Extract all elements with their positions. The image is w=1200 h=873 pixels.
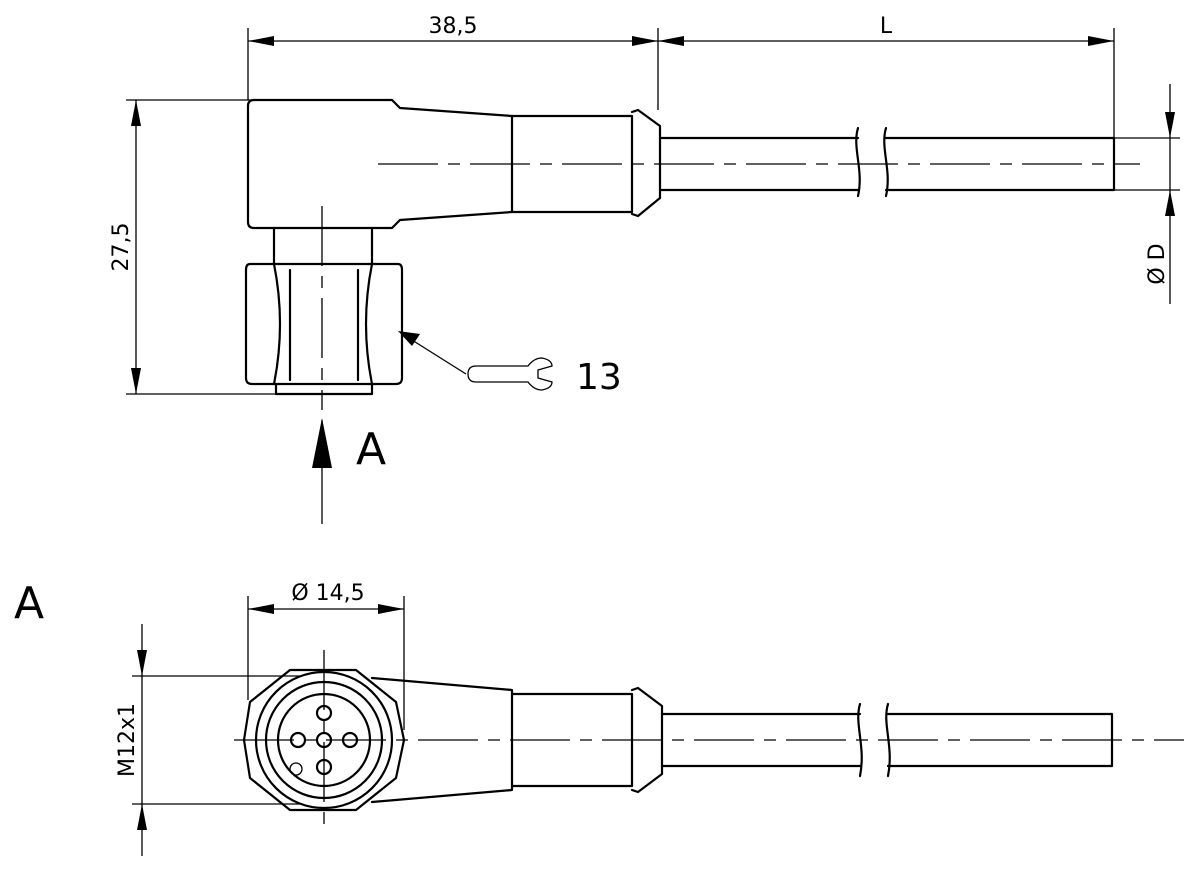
front-cable-left [660,712,862,768]
cable-break [855,126,889,198]
view-arrow: A [312,418,386,524]
coupling-nut [244,262,404,386]
section-view-a: A [14,578,1184,832]
collar [630,108,662,218]
nut-bottom-face [274,382,374,396]
side-view [244,98,1140,410]
dim-text-l: L [880,14,893,39]
housing-body [246,98,514,230]
section-dimension-lines: Ø 14,5 M12x1 [115,581,405,856]
wrench-leader [411,339,467,375]
coding-key [289,762,303,776]
nut-hex-outline [242,668,406,812]
nut-flat-lines [272,262,374,386]
section-view-label: A [14,578,44,629]
front-cable-break [857,702,891,778]
view-arrow-label: A [356,424,386,475]
wrench-size-text: 13 [576,357,622,398]
cable-segment-left [658,136,860,192]
dim-text-diameter-14-5: Ø 14,5 [291,581,364,606]
wrench-icon [467,357,553,391]
dimension-lines: 38,5 L 27,5 Ø D [109,14,1180,395]
neck [272,226,374,266]
dim-text-27-5: 27,5 [109,223,134,272]
view-arrow-head [312,418,332,468]
dim-text-diameter-d: Ø D [1145,243,1170,284]
dim-text-m12x1: M12x1 [115,703,140,777]
wrench-callout: 13 [398,331,622,398]
dim-text-38-5: 38,5 [429,14,478,39]
